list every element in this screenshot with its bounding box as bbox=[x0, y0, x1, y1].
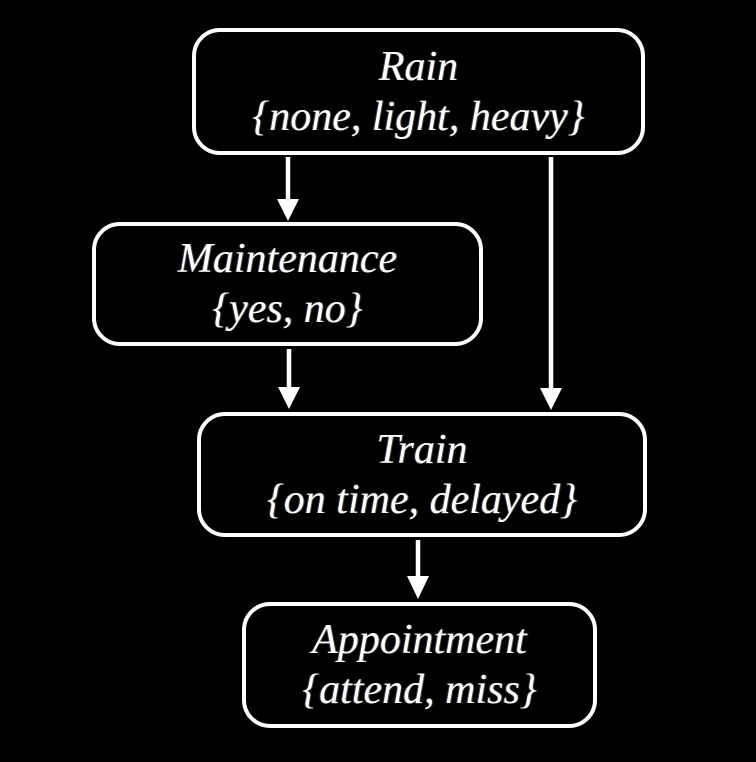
node-rain: Rain {none, light, heavy} bbox=[192, 28, 645, 155]
node-appointment-values: {attend, miss} bbox=[302, 667, 537, 713]
edge-maintenance-train bbox=[278, 349, 300, 409]
arrowhead-icon bbox=[278, 387, 300, 409]
node-appointment-title: Appointment bbox=[312, 617, 527, 663]
node-maintenance-title: Maintenance bbox=[177, 236, 398, 282]
arrowhead-icon bbox=[277, 199, 299, 221]
node-maintenance-values: {yes, no} bbox=[212, 286, 363, 332]
arrowhead-icon bbox=[407, 576, 429, 599]
node-appointment: Appointment {attend, miss} bbox=[242, 602, 597, 728]
edge-train-appointment bbox=[407, 540, 429, 599]
node-train-values: {on time, delayed} bbox=[267, 476, 577, 523]
edge-rain-train bbox=[540, 157, 562, 410]
node-rain-title: Rain bbox=[378, 43, 459, 90]
node-train-title: Train bbox=[376, 426, 468, 473]
arrowhead-icon bbox=[540, 388, 562, 410]
node-train: Train {on time, delayed} bbox=[197, 412, 647, 537]
node-rain-values: {none, light, heavy} bbox=[252, 93, 585, 140]
node-maintenance: Maintenance {yes, no} bbox=[92, 222, 483, 346]
edge-rain-maintenance bbox=[277, 157, 299, 221]
